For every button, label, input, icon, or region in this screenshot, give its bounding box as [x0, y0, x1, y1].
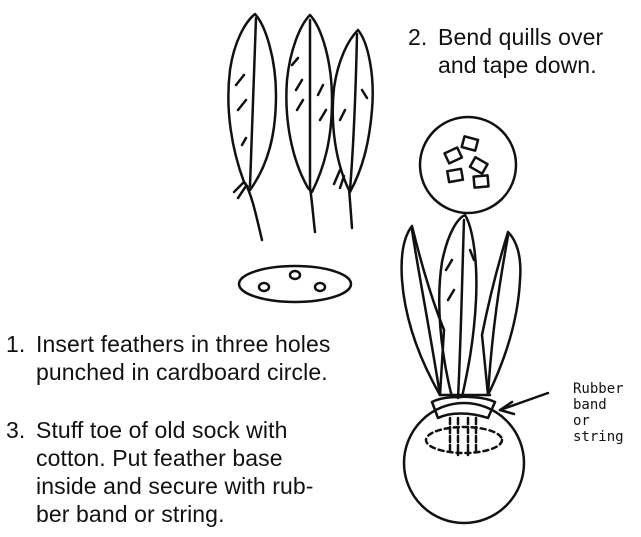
step-1-text: Insert feathers in three holes punched i… [6, 330, 406, 386]
step-3-number: 3. [6, 416, 36, 444]
step-1-number: 1. [6, 330, 36, 358]
feathers-group [228, 14, 372, 240]
cardboard-circle-icon [239, 266, 351, 302]
step-3-text: Stuff toe of old sock with cotton. Put f… [6, 416, 406, 528]
arrow-icon [500, 393, 548, 414]
step-3: 3. Stuff toe of old sock with cotton. Pu… [6, 416, 406, 528]
tape-pieces-icon [420, 117, 516, 213]
step-2: 2. Bend quills over and tape down. [408, 23, 638, 79]
feather-icon [286, 15, 332, 232]
feather-icon [228, 14, 276, 240]
feather-shuttlecock-icon [402, 215, 524, 523]
feather-icon [333, 30, 373, 228]
step-1: 1. Insert feathers in three holes punche… [6, 330, 406, 386]
step-2-text: Bend quills over and tape down. [408, 23, 638, 79]
step-2-number: 2. [408, 23, 438, 51]
rubber-band-label: Rubber band or string [573, 381, 641, 445]
